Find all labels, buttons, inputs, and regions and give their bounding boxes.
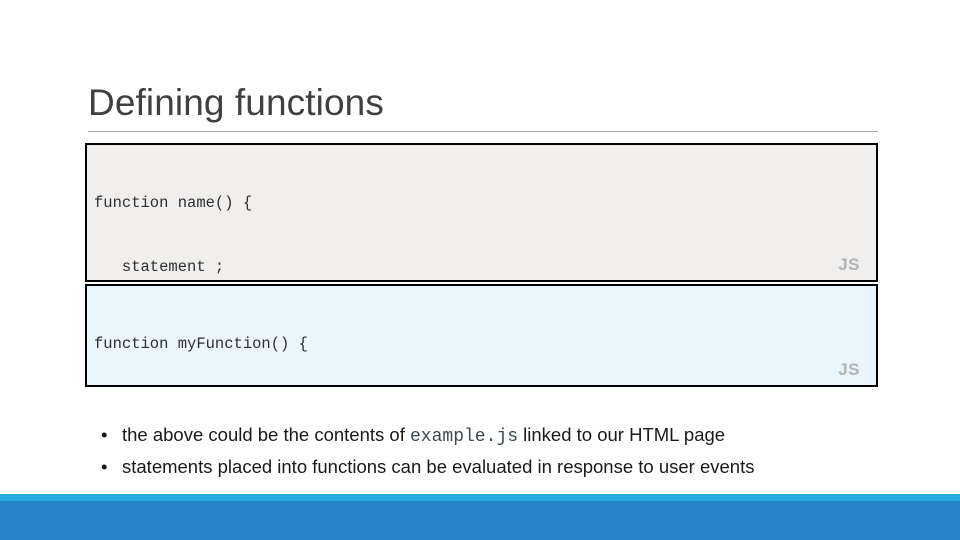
- bullet-list: • the above could be the contents of exa…: [88, 420, 888, 481]
- language-tag-js: JS: [838, 254, 860, 274]
- code-content: function myFunction() { alert("Hello!");…: [87, 286, 876, 385]
- list-item-text: statements placed into functions can be …: [122, 456, 755, 477]
- footer-accent-stripe: [0, 494, 960, 501]
- inline-code-filename: example.js: [410, 427, 519, 447]
- language-tag-js: JS: [838, 359, 860, 379]
- code-content: function name() { statement ; statement …: [87, 145, 876, 280]
- code-block-example-myfunction: function myFunction() { alert("Hello!");…: [85, 284, 878, 387]
- list-item-text-tail: linked to our HTML page: [518, 424, 726, 445]
- page-title: Defining functions: [88, 82, 384, 123]
- title-divider: [88, 131, 878, 132]
- bullet-marker-icon: •: [101, 424, 108, 445]
- list-item-text: the above could be the contents of: [122, 424, 410, 445]
- bullet-marker-icon: •: [101, 456, 108, 477]
- code-line: statement ;: [94, 258, 225, 276]
- code-line: function name() {: [94, 194, 253, 213]
- code-block-definition-template: function name() { statement ; statement …: [85, 143, 878, 282]
- footer-band: [0, 501, 960, 540]
- list-item: • the above could be the contents of exa…: [88, 420, 888, 452]
- code-line: function myFunction() {: [94, 335, 308, 354]
- list-item: • statements placed into functions can b…: [88, 452, 888, 481]
